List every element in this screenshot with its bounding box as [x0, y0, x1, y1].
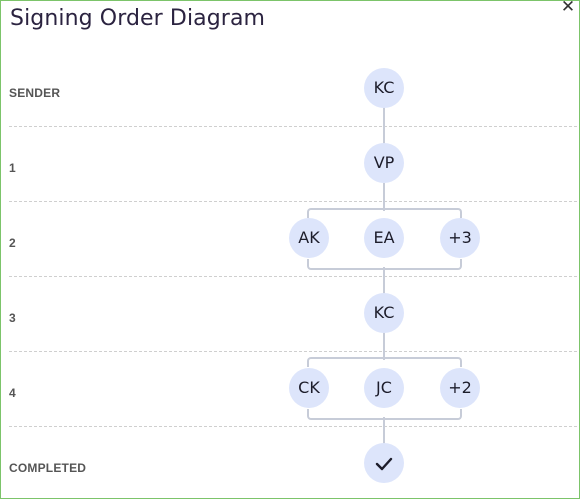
signer-avatar[interactable]: KC	[364, 68, 404, 108]
row-label-sender: SENDER	[9, 86, 61, 100]
connector-line	[383, 107, 385, 147]
parallel-bracket-top	[307, 357, 462, 367]
signer-avatar[interactable]: AK	[289, 218, 329, 258]
more-signers-badge[interactable]: +3	[440, 218, 480, 258]
signer-avatar[interactable]: VP	[364, 143, 404, 183]
row-label-3: 3	[9, 311, 16, 325]
connector-line	[383, 183, 385, 211]
parallel-bracket-bottom	[307, 409, 462, 420]
row-label-1: 1	[9, 161, 16, 175]
signer-avatar[interactable]: EA	[364, 218, 404, 258]
row-divider	[9, 276, 577, 277]
signer-avatar[interactable]: JC	[364, 368, 404, 408]
parallel-bracket-top	[307, 208, 462, 218]
row-divider	[9, 126, 577, 127]
completed-node	[364, 443, 404, 483]
row-label-4: 4	[9, 386, 16, 400]
row-label-completed: COMPLETED	[9, 461, 87, 475]
signer-avatar[interactable]: CK	[289, 368, 329, 408]
row-divider	[9, 201, 577, 202]
connector-line	[383, 332, 385, 360]
connector-line	[383, 267, 385, 295]
row-divider	[9, 351, 577, 352]
signer-avatar[interactable]: KC	[364, 293, 404, 333]
checkmark-icon	[375, 457, 393, 470]
row-divider	[9, 426, 577, 427]
row-label-2: 2	[9, 236, 16, 250]
connector-line	[383, 417, 385, 445]
more-signers-badge[interactable]: +2	[440, 368, 480, 408]
parallel-bracket-bottom	[307, 259, 462, 270]
close-icon[interactable]: ✕	[560, 0, 576, 16]
dialog-title: Signing Order Diagram	[10, 6, 266, 31]
